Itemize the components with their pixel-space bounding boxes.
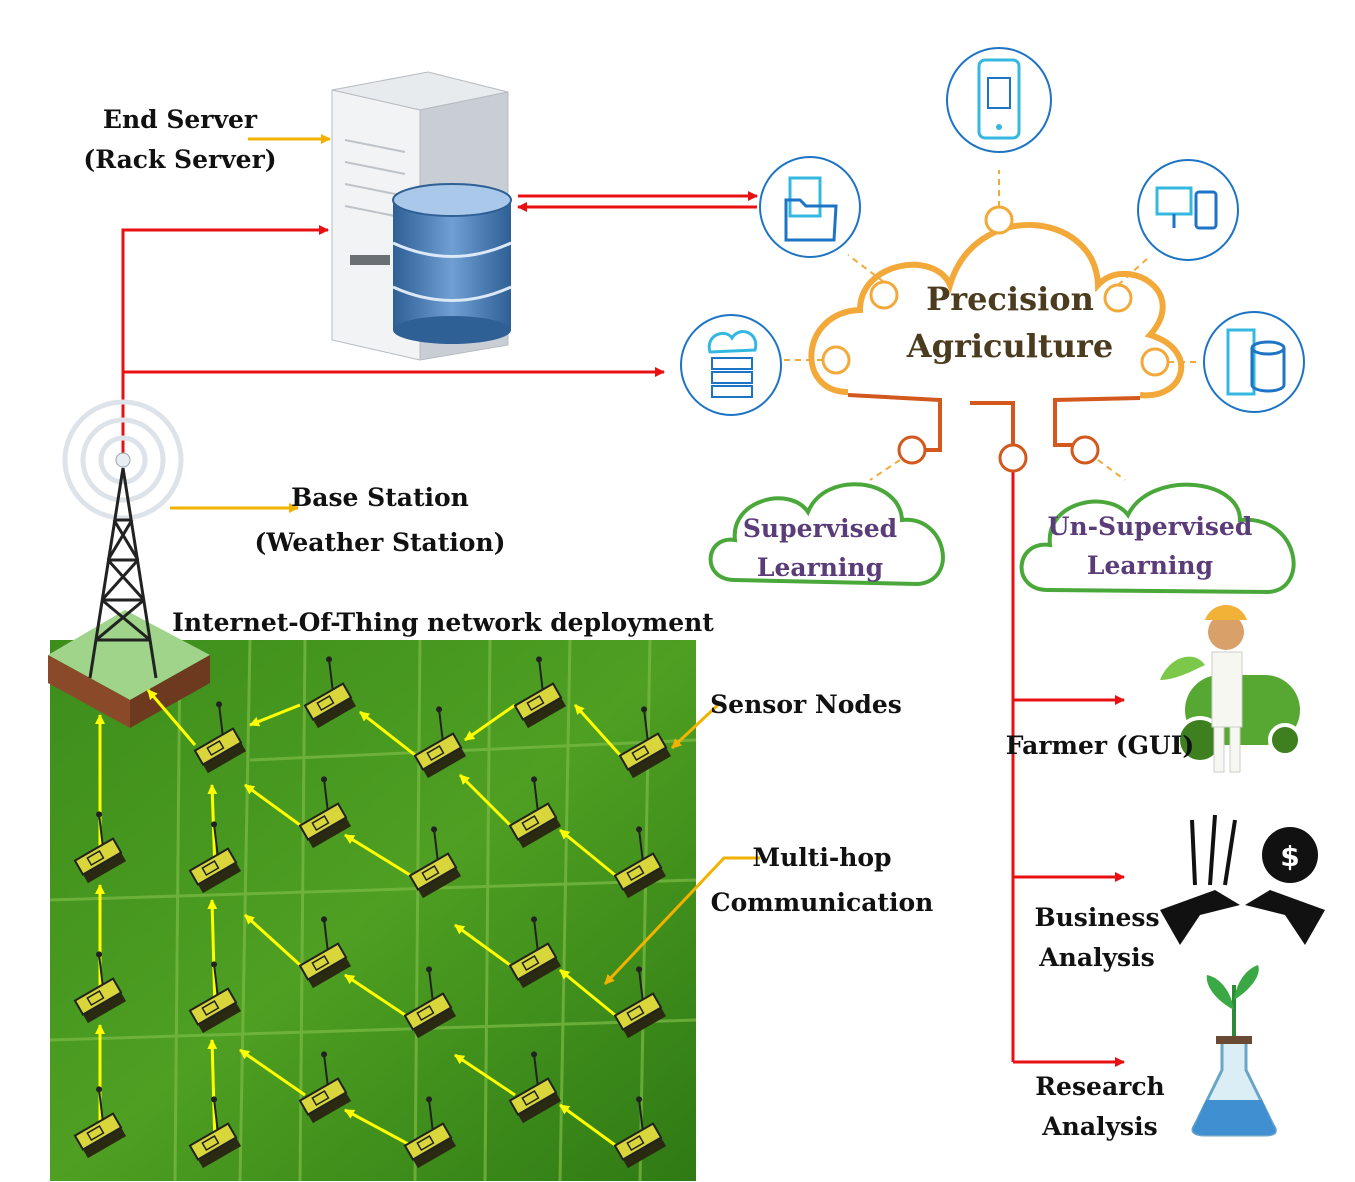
hop-arrow xyxy=(244,783,301,827)
hop-arrow xyxy=(344,1108,411,1147)
sensor-node-icon xyxy=(303,656,357,729)
sensor-node-icon xyxy=(298,776,352,849)
sensor-node-icon xyxy=(188,821,242,894)
sensor-node-icon xyxy=(188,961,242,1034)
sensor-node-icon xyxy=(193,701,247,774)
document-folder-icon xyxy=(759,156,861,258)
sensor-node-icon xyxy=(188,1096,242,1169)
sensor-node-icon xyxy=(73,951,127,1024)
hop-arrow xyxy=(344,973,406,1017)
sensor-node-icon xyxy=(508,916,562,989)
sensor-node-icon xyxy=(508,776,562,849)
precision-agriculture-cloud xyxy=(775,170,1200,481)
sensor-nodes-label: Sensor Nodes xyxy=(710,690,902,719)
unsupervised-learning-cloud xyxy=(1019,482,1296,595)
farmer-tractor-icon xyxy=(1160,605,1302,773)
hop-arrow xyxy=(458,773,512,827)
hop-arrow xyxy=(207,1039,218,1146)
farmer-label: Farmer (GUI) xyxy=(1006,731,1195,760)
hop-arrow xyxy=(454,923,511,967)
hop-arrow xyxy=(559,828,616,877)
hop-arrow xyxy=(239,1048,306,1097)
agriculture-label: Agriculture xyxy=(906,327,1113,365)
sensor-node-icon xyxy=(298,1051,352,1124)
sensor-node-icon xyxy=(613,1096,667,1169)
sensor-node-icon xyxy=(403,1096,457,1169)
hands-money-wheat-icon: $ xyxy=(1160,814,1325,945)
rice-field-image xyxy=(49,639,697,1182)
sensor-node-icon xyxy=(408,826,462,899)
tower-platform xyxy=(48,610,210,728)
supervised-learning-cloud xyxy=(708,482,945,587)
precision-label: Precision xyxy=(926,280,1094,318)
end-server-label: End Server xyxy=(103,105,258,134)
business-label: Business xyxy=(1034,903,1159,932)
cloud-server-icon xyxy=(680,314,782,416)
sensor-node-icon xyxy=(413,706,467,779)
sensor-node-icon xyxy=(508,1051,562,1124)
research-label: Research xyxy=(1035,1072,1164,1101)
unsupervised-sublabel: Learning xyxy=(1087,551,1213,580)
plant-flask-icon xyxy=(1191,965,1277,1137)
sensor-node-icon xyxy=(613,966,667,1039)
hop-arrow xyxy=(249,703,301,727)
desktop-devices-icon xyxy=(1137,159,1239,261)
sensor-node-icon xyxy=(73,1086,127,1159)
hop-arrow xyxy=(559,1103,616,1147)
svg-text:$: $ xyxy=(1280,840,1299,873)
sensor-node-icon xyxy=(73,811,127,884)
sensor-node-icon xyxy=(618,706,672,779)
base-station-sublabel: (Weather Station) xyxy=(254,528,505,557)
iot-deployment-title: Internet-Of-Thing network deployment xyxy=(172,608,714,637)
hop-arrow xyxy=(559,968,616,1017)
sensor-node-icon xyxy=(613,826,667,899)
hop-arrow xyxy=(344,833,411,877)
label-arrows xyxy=(170,134,760,986)
research-sublabel: Analysis xyxy=(1041,1112,1157,1141)
hop-arrow xyxy=(464,703,516,742)
sensor-node-icon xyxy=(403,966,457,1039)
sensor-nodes xyxy=(73,656,672,1169)
base-station-tower xyxy=(62,399,184,679)
base-station-label: Base Station xyxy=(291,483,469,512)
hop-arrow xyxy=(243,913,302,967)
database-server-icon xyxy=(1203,311,1305,413)
multihop-label: Multi-hop xyxy=(752,843,891,872)
end-server-sublabel: (Rack Server) xyxy=(83,145,276,174)
smartphone-icon xyxy=(946,47,1052,153)
hop-arrow xyxy=(454,1053,516,1097)
multihop-sublabel: Communication xyxy=(711,888,934,917)
supervised-sublabel: Learning xyxy=(757,553,883,582)
sensor-node-icon xyxy=(298,916,352,989)
sensor-node-icon xyxy=(513,656,567,729)
business-sublabel: Analysis xyxy=(1038,943,1154,972)
hop-arrow xyxy=(573,703,622,757)
supervised-label: Supervised xyxy=(743,514,897,543)
hop-arrow xyxy=(359,710,416,757)
hop-arrow xyxy=(207,899,218,1011)
database-icon xyxy=(392,183,512,344)
red-links xyxy=(121,191,1125,1067)
unsupervised-label: Un-Supervised xyxy=(1048,512,1253,541)
hop-arrow xyxy=(146,689,197,746)
